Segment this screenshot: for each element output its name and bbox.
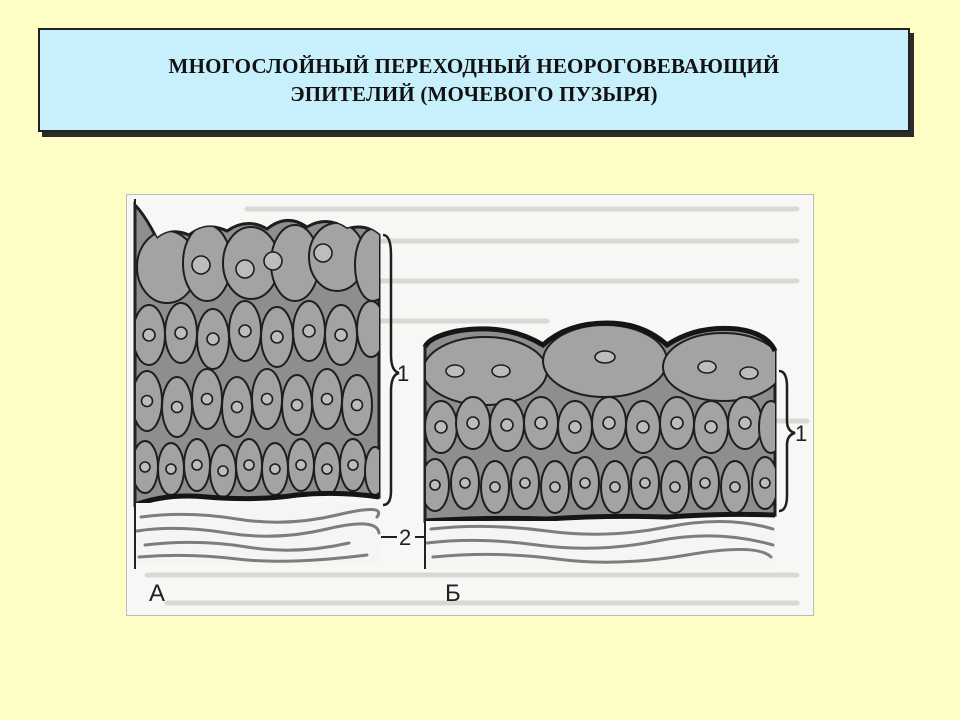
callout-2: 2 [399, 525, 411, 550]
epithelium-illustration: А 1 2 [133, 199, 810, 607]
cells-a [135, 222, 379, 498]
nuclei-b [429, 350, 771, 493]
basement-membrane-b [424, 511, 776, 524]
title-box: МНОГОСЛОЙНЫЙ ПЕРЕХОДНЫЙ НЕОРОГОВЕВАЮЩИЙ … [38, 28, 910, 132]
brace-b [778, 369, 796, 513]
epithelium-figure: А 1 2 [126, 194, 814, 616]
nuclei-a [139, 243, 364, 477]
panel-b-label: Б [445, 580, 461, 607]
callout-1-b: 1 [795, 421, 807, 446]
basement-membrane-a [134, 490, 380, 508]
title-line-2: ЭПИТЕЛИЙ (МОЧЕВОГО ПУЗЫРЯ) [290, 82, 658, 106]
panel-b: Б [422, 320, 778, 607]
panel-a-label: А [149, 580, 165, 607]
callout-1-a: 1 [397, 361, 409, 386]
title-line-1: МНОГОСЛОЙНЫЙ ПЕРЕХОДНЫЙ НЕОРОГОВЕВАЮЩИЙ [168, 54, 780, 78]
brace-a [382, 233, 400, 507]
stroma-fibers-b [425, 519, 775, 564]
surface-cuticle-b [422, 320, 778, 353]
stroma-fibers-a [135, 508, 381, 563]
cells-b [425, 324, 775, 514]
panel-a: А [133, 199, 381, 607]
